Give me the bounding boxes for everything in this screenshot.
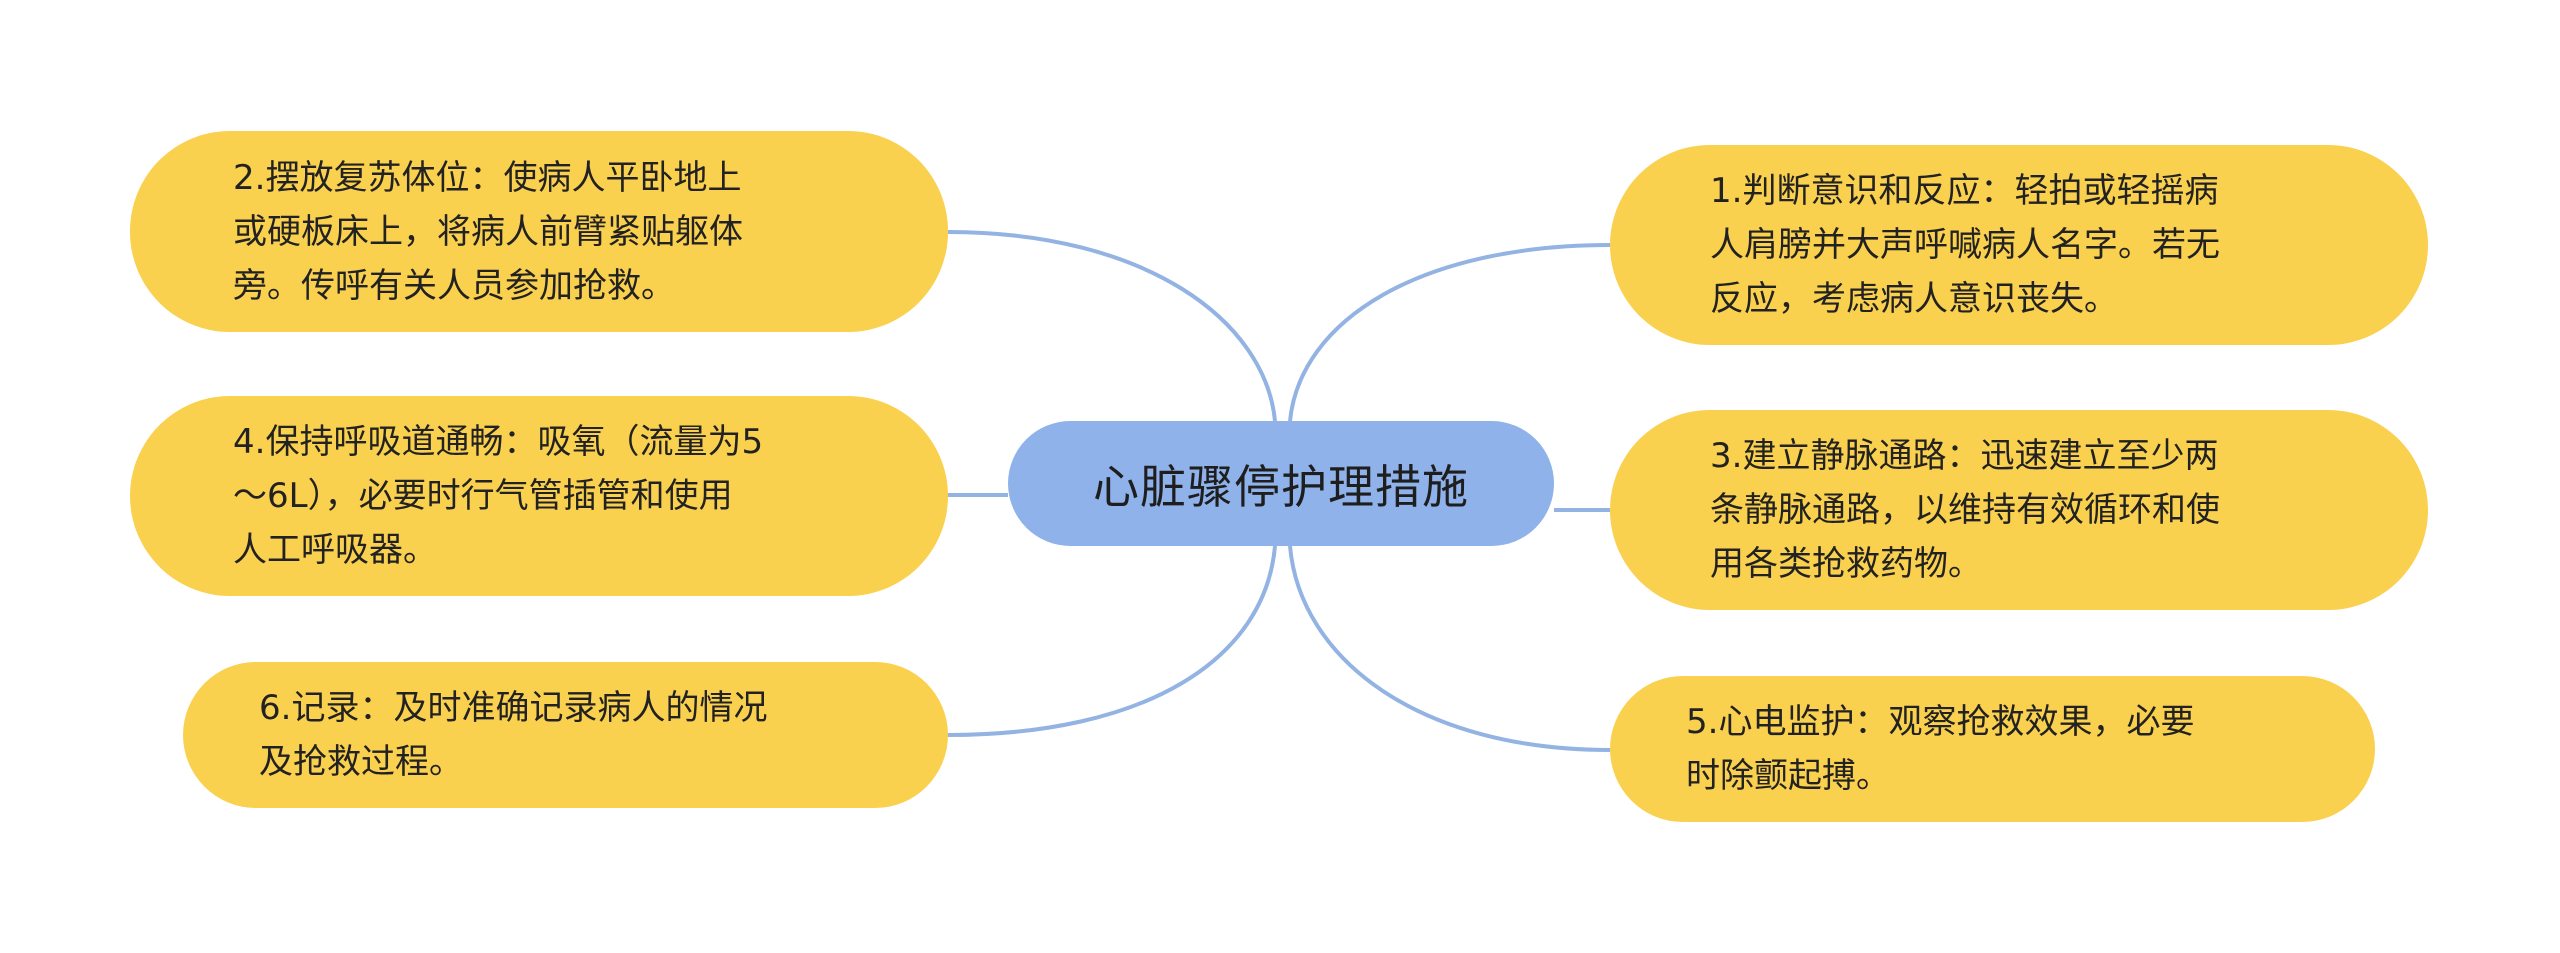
topic-node-2-text: 2.摆放复苏体位：使病人平卧地上 或硬板床上，将病人前臂紧贴躯体 旁。传呼有关人… xyxy=(233,151,743,313)
connector-node-1 xyxy=(1288,243,1611,422)
topic-node-3-text: 3.建立静脉通路：迅速建立至少两 条静脉通路，以维持有效循环和使 用各类抢救药物… xyxy=(1710,429,2220,591)
topic-node-6[interactable]: 6.记录：及时准确记录病人的情况 及抢救过程。 xyxy=(183,662,948,808)
central-topic-label: 心脏骤停护理措施 xyxy=(1093,459,1469,514)
connector-node-6 xyxy=(947,545,1277,737)
topic-node-3-line: 用各类抢救药物。 xyxy=(1710,544,1982,584)
topic-node-5[interactable]: 5.心电监护：观察抢救效果，必要 时除颤起搏。 xyxy=(1610,676,2375,822)
topic-node-4-line: 4.保持呼吸道通畅：吸氧（流量为5 xyxy=(233,422,764,462)
topic-node-4[interactable]: 4.保持呼吸道通畅：吸氧（流量为5 ～6L），必要时行气管插管和使用 人工呼吸器… xyxy=(130,396,948,596)
topic-node-5-text: 5.心电监护：观察抢救效果，必要 时除颤起搏。 xyxy=(1686,695,2194,803)
topic-node-4-text: 4.保持呼吸道通畅：吸氧（流量为5 ～6L），必要时行气管插管和使用 人工呼吸器… xyxy=(233,415,763,577)
topic-node-6-line: 6.记录：及时准确记录病人的情况 xyxy=(259,688,768,728)
topic-node-2-line: 2.摆放复苏体位：使病人平卧地上 xyxy=(233,157,742,198)
topic-node-5-line: 5.心电监护：观察抢救效果，必要 xyxy=(1686,702,2195,742)
topic-node-6-line: 及抢救过程。 xyxy=(259,742,463,782)
topic-node-2-line: 或硬板床上，将病人前臂紧贴躯体 xyxy=(233,211,743,252)
connector-node-2 xyxy=(947,230,1277,422)
topic-node-4-line: ～6L），必要时行气管插管和使用 xyxy=(233,476,733,516)
topic-node-4-line: 人工呼吸器。 xyxy=(233,530,437,570)
topic-node-3-line: 3.建立静脉通路：迅速建立至少两 xyxy=(1710,436,2219,476)
topic-node-2-line: 旁。传呼有关人员参加抢救。 xyxy=(233,265,675,306)
topic-node-3-line: 条静脉通路，以维持有效循环和使 xyxy=(1710,490,2220,530)
connector-node-5 xyxy=(1288,545,1611,752)
topic-node-3[interactable]: 3.建立静脉通路：迅速建立至少两 条静脉通路，以维持有效循环和使 用各类抢救药物… xyxy=(1610,410,2428,610)
central-topic[interactable]: 心脏骤停护理措施 xyxy=(1008,421,1554,546)
topic-node-1-line: 反应，考虑病人意识丧失。 xyxy=(1710,279,2118,319)
topic-node-2[interactable]: 2.摆放复苏体位：使病人平卧地上 或硬板床上，将病人前臂紧贴躯体 旁。传呼有关人… xyxy=(130,131,948,332)
topic-node-1-text: 1.判断意识和反应：轻拍或轻摇病 人肩膀并大声呼喊病人名字。若无 反应，考虑病人… xyxy=(1710,164,2220,326)
topic-node-1[interactable]: 1.判断意识和反应：轻拍或轻摇病 人肩膀并大声呼喊病人名字。若无 反应，考虑病人… xyxy=(1610,145,2428,345)
topic-node-6-text: 6.记录：及时准确记录病人的情况 及抢救过程。 xyxy=(259,681,767,789)
topic-node-1-line: 人肩膀并大声呼喊病人名字。若无 xyxy=(1710,225,2220,265)
topic-node-1-line: 1.判断意识和反应：轻拍或轻摇病 xyxy=(1710,171,2219,211)
topic-node-5-line: 时除颤起搏。 xyxy=(1686,756,1890,796)
